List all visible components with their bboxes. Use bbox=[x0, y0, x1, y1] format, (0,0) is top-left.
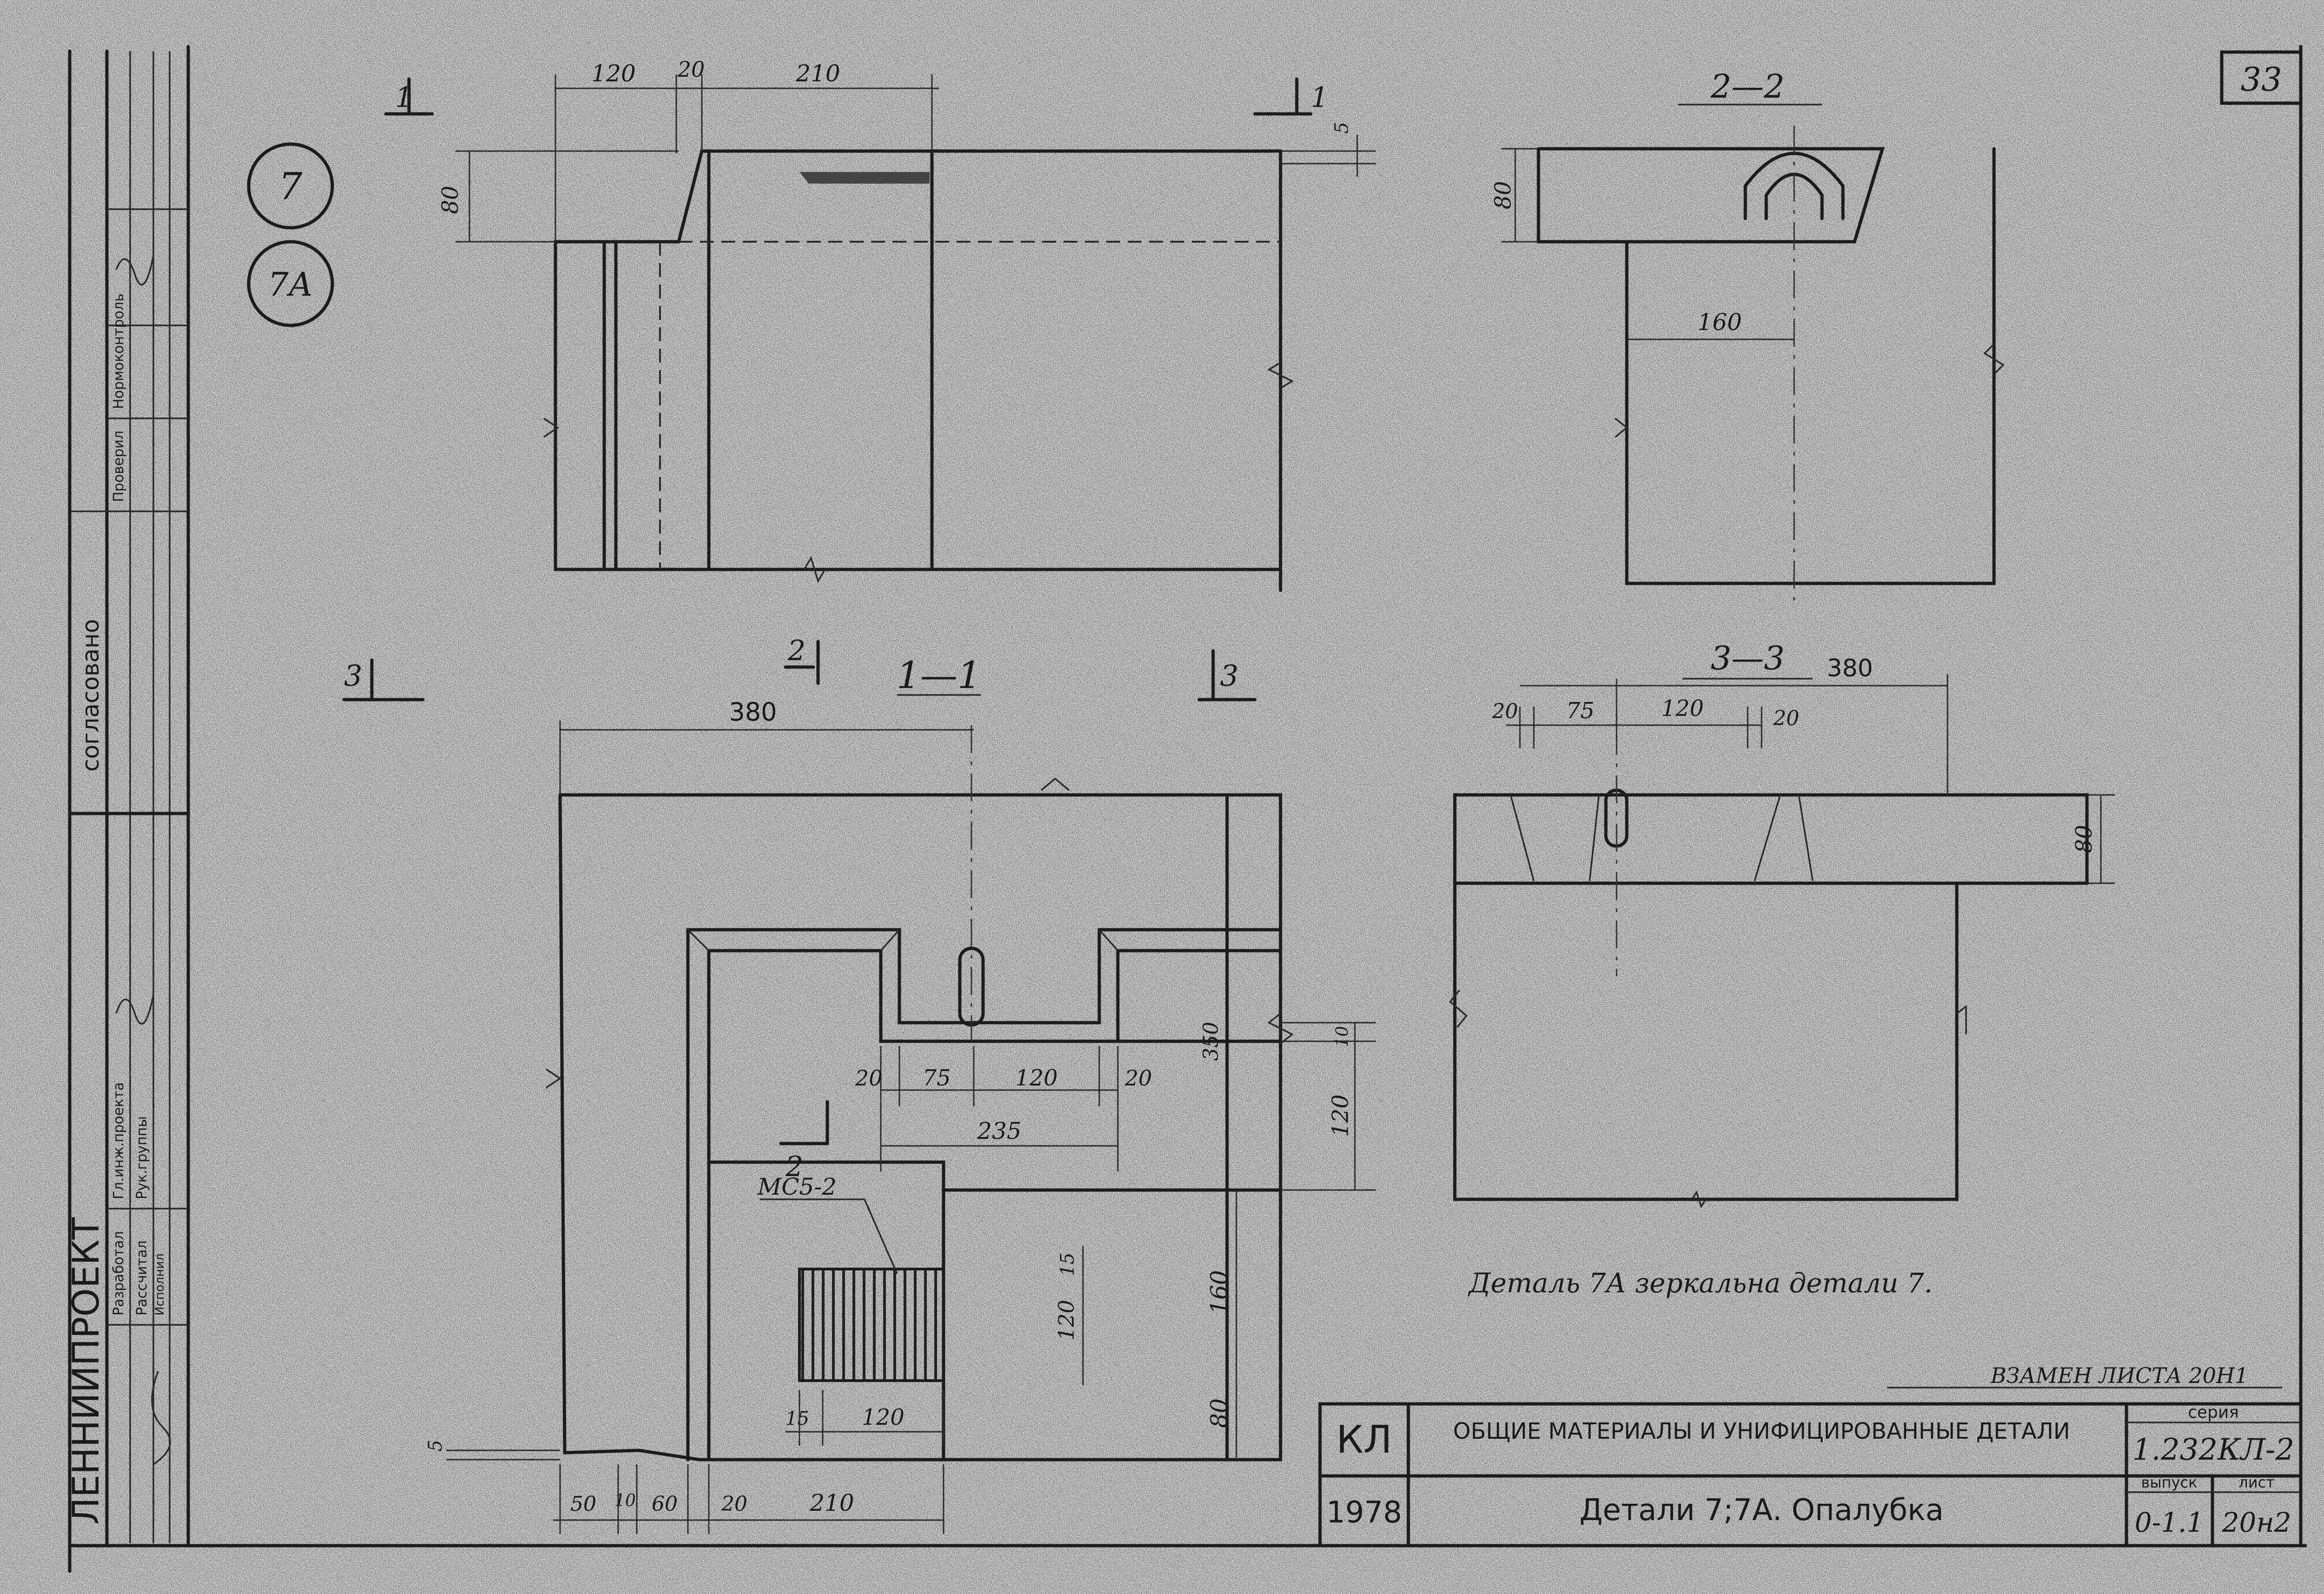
break-mark bbox=[1449, 989, 1468, 1028]
embed-label: МС5-2 bbox=[757, 1173, 837, 1200]
sheet-number-box: 33 bbox=[2220, 50, 2303, 105]
side-stamp: ЛЕННИИПРОЕКТ согласовано Гл.инж.проекта … bbox=[66, 49, 190, 1545]
dim-top-5: 5 bbox=[1331, 122, 1353, 133]
dim-plan-15b: 15 bbox=[1057, 1253, 1078, 1277]
dim-plan-350: 350 bbox=[1199, 1022, 1223, 1061]
break-mark bbox=[1267, 1012, 1294, 1045]
break-mark bbox=[1691, 1191, 1707, 1208]
dim-plan-80: 80 bbox=[1206, 1398, 1233, 1428]
dim-plan-120c: 120 bbox=[862, 1404, 905, 1430]
stamp-row-1: Гл.инж.проекта bbox=[111, 1082, 127, 1199]
dim-bot-210: 210 bbox=[809, 1489, 854, 1516]
dim-bot-50: 50 bbox=[570, 1492, 596, 1516]
stamp-agreed: согласовано bbox=[77, 619, 104, 772]
dim-bot-20: 20 bbox=[721, 1492, 747, 1516]
tb-title2: Детали 7;7А. Опалубка bbox=[1579, 1493, 1944, 1528]
level-mark bbox=[543, 417, 560, 438]
embed-plate bbox=[798, 1268, 945, 1382]
tb-year: 1978 bbox=[1327, 1495, 1402, 1530]
section-2-2: 2—2 80 160 bbox=[1490, 67, 2005, 604]
stamp-row-4: Рассчитал bbox=[134, 1240, 150, 1316]
dim-s33-75: 75 bbox=[1566, 698, 1594, 724]
dim-top-20: 20 bbox=[677, 57, 705, 82]
cut1-left: 1 bbox=[395, 81, 413, 114]
mirror-note: Деталь 7А зеркальна детали 7. bbox=[1467, 1267, 1933, 1299]
tb-issue-label: выпуск bbox=[2141, 1474, 2198, 1491]
cut2-top: 2 bbox=[787, 635, 805, 667]
dim-plan-120b: 120 bbox=[1015, 1065, 1058, 1091]
section-3-3: 3—3 380 20 75 120 20 80 bbox=[1449, 639, 2115, 1208]
tb-org: КЛ bbox=[1336, 1418, 1392, 1462]
signature bbox=[115, 255, 154, 285]
sheet-number: 33 bbox=[2240, 60, 2282, 99]
cut1-right: 1 bbox=[1311, 81, 1328, 114]
tb-sheet: 20н2 bbox=[2222, 1507, 2291, 1538]
dim-top-120: 120 bbox=[591, 60, 635, 87]
break-mark bbox=[1267, 362, 1294, 389]
dim-top-80: 80 bbox=[437, 185, 463, 214]
dim-plan-160: 160 bbox=[1206, 1270, 1233, 1314]
break-mark bbox=[1983, 343, 2005, 375]
section-2-2-title: 2—2 bbox=[1710, 67, 1784, 106]
title-block: КЛ 1978 ОБЩИЕ МАТЕРИАЛЫ И УНИФИЦИРОВАННЫ… bbox=[1318, 1402, 2303, 1548]
signature bbox=[151, 1371, 171, 1465]
stamp-row-7: Проверил bbox=[111, 430, 127, 502]
dim-s33-380: 380 bbox=[1827, 655, 1873, 682]
dim-plan-20a: 20 bbox=[855, 1065, 883, 1091]
dim-s22-160: 160 bbox=[1697, 309, 1742, 336]
dim-bot-10: 10 bbox=[614, 1491, 636, 1510]
cut2-bottom: 2 bbox=[785, 1151, 803, 1183]
level-mark bbox=[1956, 1005, 1967, 1034]
stamp-row-5: Исполнил bbox=[153, 1253, 167, 1316]
break-mark bbox=[803, 556, 826, 583]
level-mark bbox=[1040, 777, 1070, 791]
detail-mark-7: 7 bbox=[279, 165, 303, 208]
stamp-company: ЛЕННИИПРОЕКТ bbox=[66, 1217, 107, 1525]
cut3-left: 3 bbox=[344, 659, 362, 693]
tb-title1: ОБЩИЕ МАТЕРИАЛЫ И УНИФИЦИРОВАННЫЕ ДЕТАЛИ bbox=[1453, 1418, 2070, 1444]
detail-mark-7a: 7А bbox=[268, 265, 313, 304]
tb-issue: 0-1.1 bbox=[2135, 1507, 2204, 1538]
section-1-1: 1—1 3 2 3 МС5-2 380 bbox=[342, 635, 1376, 1534]
dim-s33-20a: 20 bbox=[1492, 700, 1518, 723]
replace-note: ВЗАМЕН ЛИСТА 20Н1 bbox=[1990, 1363, 2248, 1388]
detail-marks: 7 7А bbox=[247, 142, 334, 327]
dim-plan-380: 380 bbox=[729, 697, 777, 727]
tb-sheet-label: лист bbox=[2238, 1474, 2274, 1491]
stamp-row-2: Рук.группы bbox=[134, 1116, 150, 1199]
section-3-3-title: 3—3 bbox=[1710, 639, 1784, 677]
bevel-hatch bbox=[799, 172, 930, 184]
tb-series-label: серия bbox=[2188, 1403, 2239, 1422]
dim-plan-10: 10 bbox=[1333, 1026, 1352, 1047]
section-1-1-title: 1—1 bbox=[897, 654, 981, 697]
cut3-right: 3 bbox=[1220, 659, 1238, 693]
elevation-view: 120 20 210 80 5 1 1 bbox=[384, 57, 1376, 592]
tb-series: 1.232КЛ-2 bbox=[2133, 1433, 2295, 1467]
dim-s22-80: 80 bbox=[1490, 181, 1516, 209]
dim-s33-80: 80 bbox=[2071, 825, 2097, 853]
level-mark bbox=[1614, 417, 1628, 438]
dim-bot-5: 5 bbox=[425, 1440, 446, 1451]
dim-s33-120: 120 bbox=[1661, 695, 1704, 721]
dim-plan-120: 120 bbox=[1327, 1094, 1353, 1137]
stamp-row-6: Нормоконтроль bbox=[111, 293, 127, 409]
dim-plan-75: 75 bbox=[922, 1065, 951, 1091]
signature bbox=[115, 994, 154, 1025]
dim-plan-20b: 20 bbox=[1124, 1065, 1152, 1091]
stamp-row-3: Разработал bbox=[111, 1231, 127, 1316]
dim-plan-15: 15 bbox=[786, 1408, 809, 1429]
dim-plan-120d: 120 bbox=[1054, 1300, 1079, 1341]
dim-s33-20b: 20 bbox=[1773, 707, 1799, 730]
dim-plan-235: 235 bbox=[977, 1118, 1021, 1144]
level-mark bbox=[546, 1068, 562, 1089]
dim-bot-60: 60 bbox=[652, 1492, 678, 1516]
dim-top-210: 210 bbox=[795, 60, 840, 87]
